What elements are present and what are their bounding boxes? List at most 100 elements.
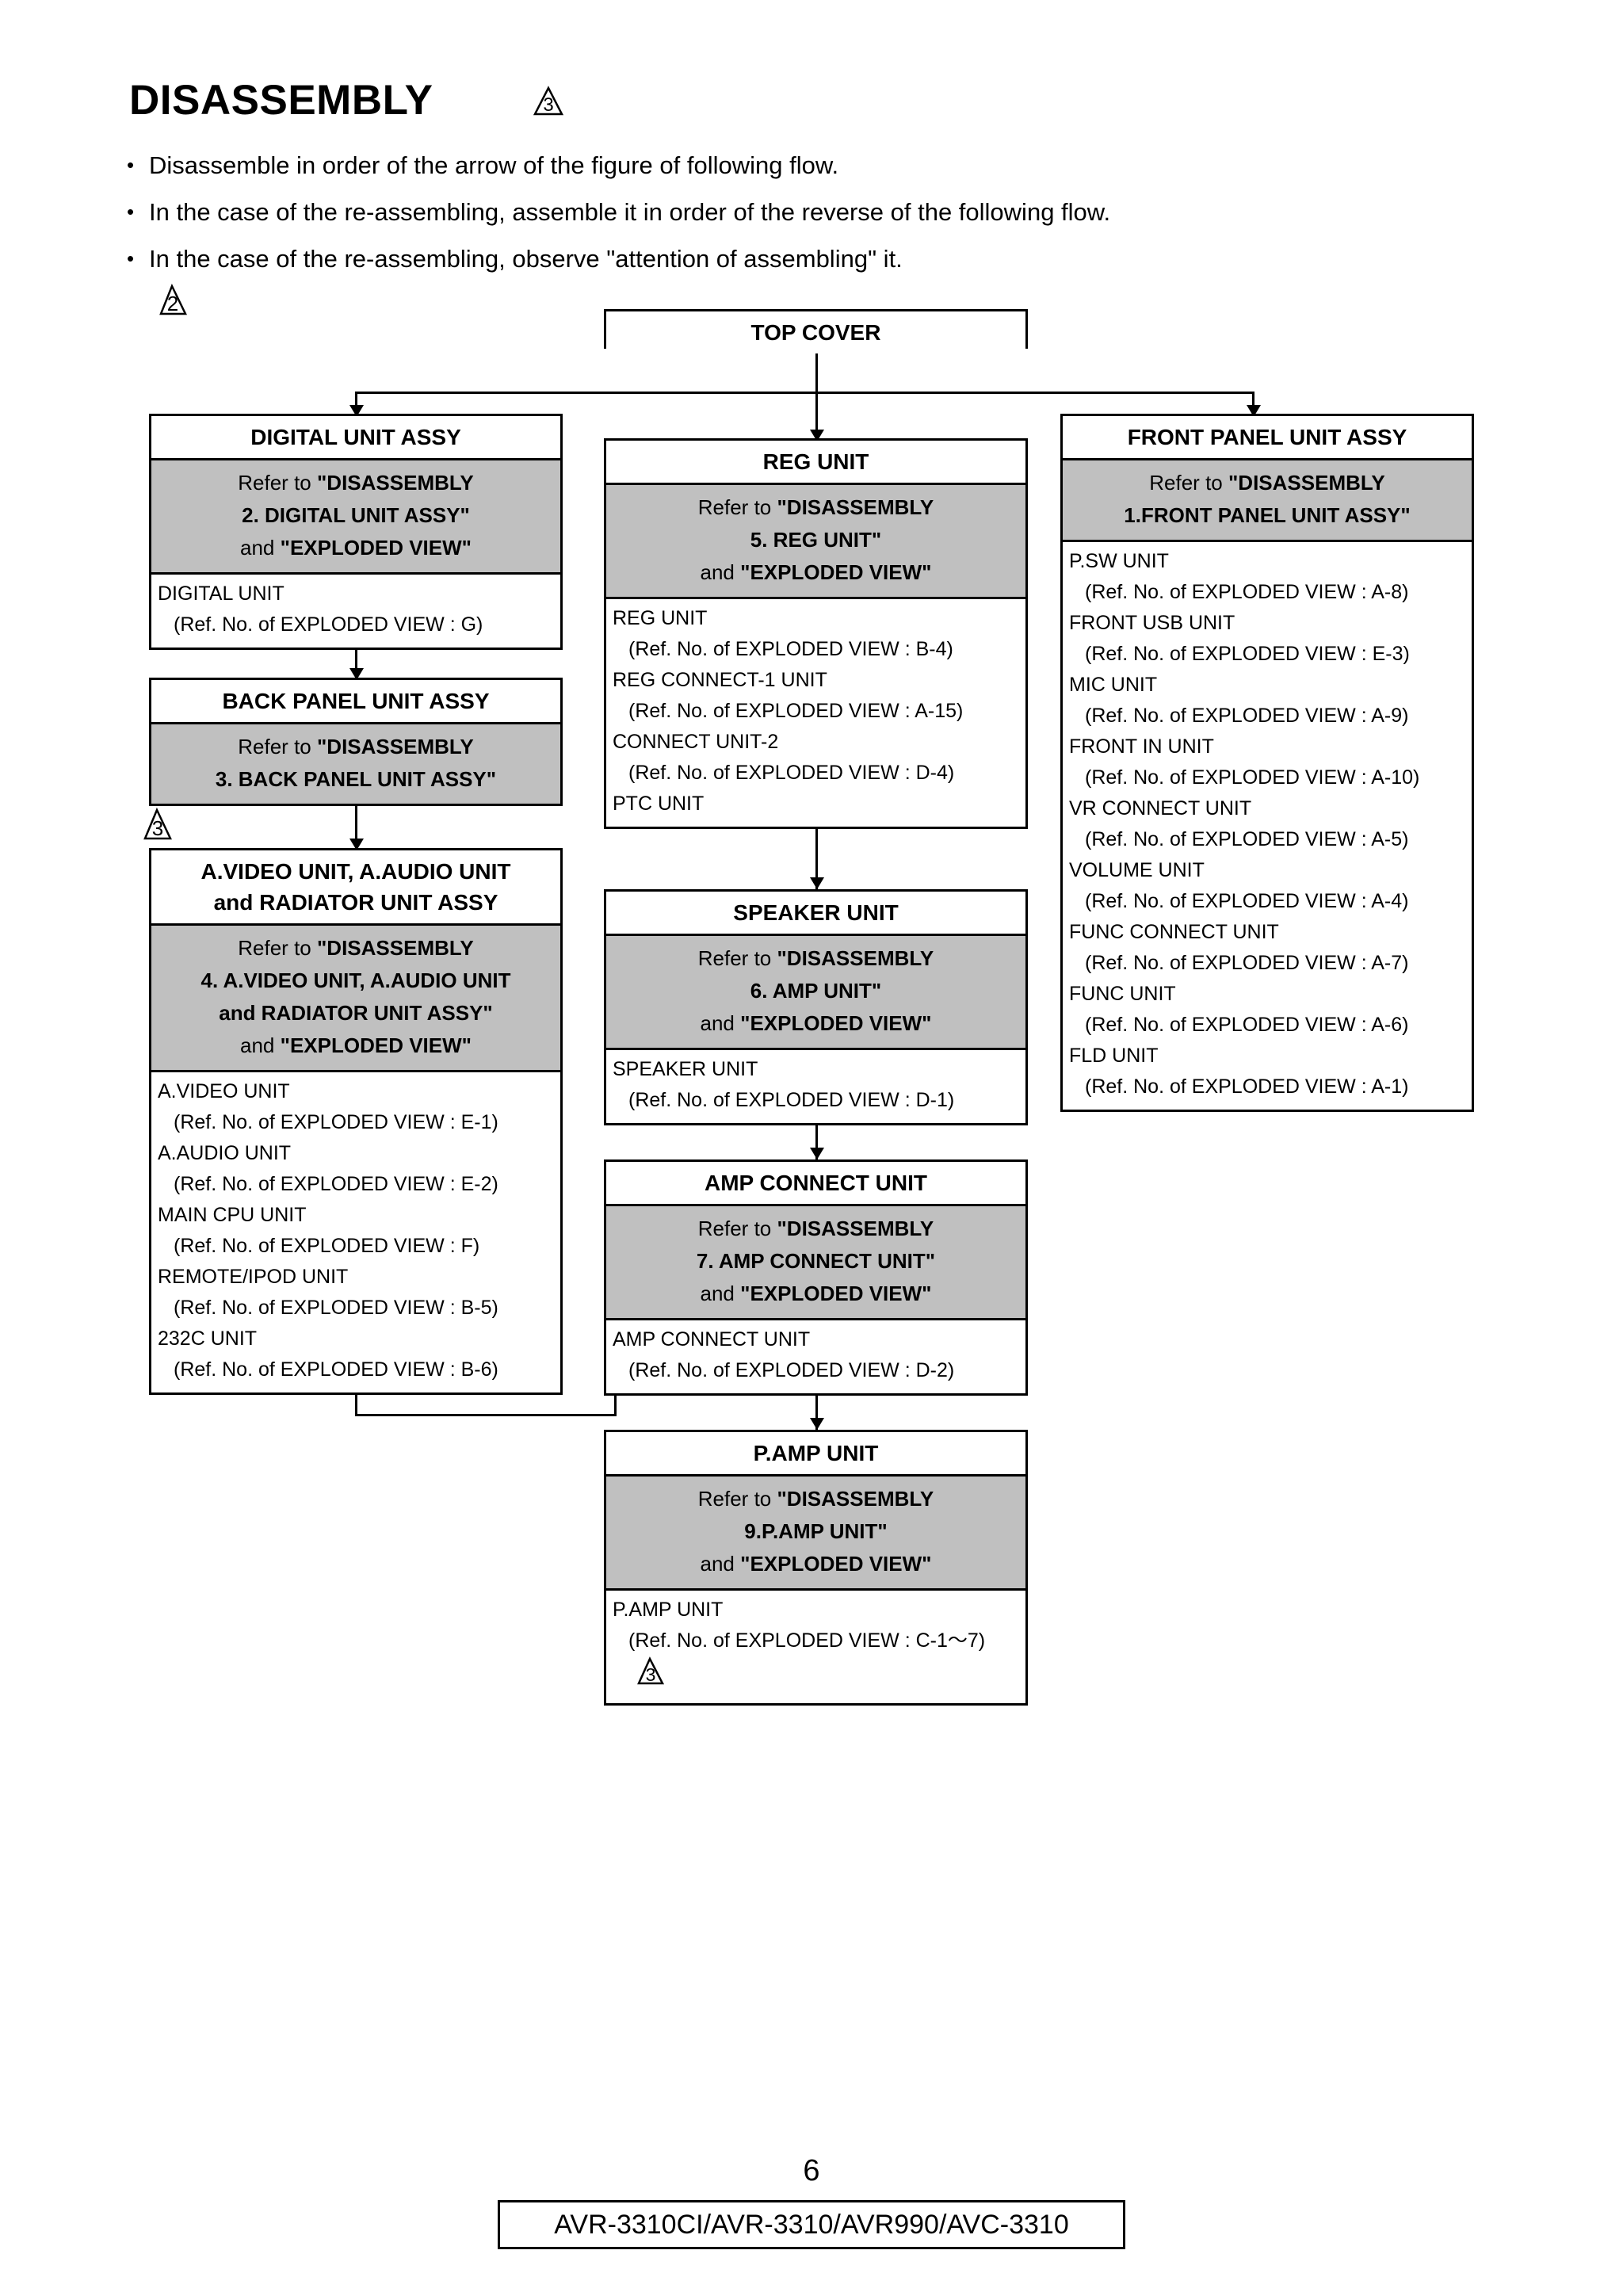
part-ref: (Ref. No. of EXPLODED VIEW : A-8) [1085,581,1409,603]
refer-line: and "EXPLODED VIEW" [700,1011,932,1035]
node-digital-unit-assy[interactable]: DIGITAL UNIT ASSY Refer to "DISASSEMBLY … [149,414,563,650]
list-item: • Disassemble in order of the arrow of t… [127,147,1474,183]
svg-text:3: 3 [152,816,163,840]
part-name: REG UNIT [613,607,708,629]
parts-list: P.AMP UNIT (Ref. No. of EXPLODED VIEW : … [606,1588,1025,1703]
connector-line [355,1383,357,1416]
refer-line: 6. AMP UNIT" [750,979,882,1003]
instruction-text: In the case of the re-assembling, assemb… [149,198,1111,226]
refer-line: and "EXPLODED VIEW" [700,1552,932,1576]
part-name: MAIN CPU UNIT [158,1204,307,1226]
connector-line [815,392,818,439]
svg-text:3: 3 [543,94,553,116]
connector-line [815,347,818,393]
refer-line: 4. A.VIDEO UNIT, A.AUDIO UNIT [200,968,511,992]
refer-line: and "EXPLODED VIEW" [240,536,472,560]
part-name: A.VIDEO UNIT [158,1080,290,1102]
refer-line: Refer to "DISASSEMBLY [697,946,934,970]
page-number: 6 [803,2154,820,2187]
part-ref: (Ref. No. of EXPLODED VIEW : B-4) [628,638,953,660]
arrow-head-icon [349,668,364,680]
list-item: • In the case of the re-assembling, asse… [127,194,1474,230]
node-speaker-unit[interactable]: SPEAKER UNIT Refer to "DISASSEMBLY 6. AM… [604,889,1028,1125]
node-title: FRONT PANEL UNIT ASSY [1063,416,1472,458]
part-ref: (Ref. No. of EXPLODED VIEW : D-1) [628,1089,955,1111]
part-name: REMOTE/IPOD UNIT [158,1266,349,1288]
part-name: DIGITAL UNIT [158,583,285,605]
refer-line: 7. AMP CONNECT UNIT" [696,1249,936,1273]
part-ref: (Ref. No. of EXPLODED VIEW : A-1) [1085,1075,1409,1098]
node-title: AMP CONNECT UNIT [606,1162,1025,1204]
part-ref: (Ref. No. of EXPLODED VIEW : E-1) [174,1111,498,1133]
refer-block: Refer to "DISASSEMBLY 1.FRONT PANEL UNIT… [1063,458,1472,540]
node-amp-connect-unit[interactable]: AMP CONNECT UNIT Refer to "DISASSEMBLY 7… [604,1159,1028,1396]
refer-line: Refer to "DISASSEMBLY [1149,471,1385,495]
part-name: 232C UNIT [158,1328,258,1350]
part-ref: (Ref. No. of EXPLODED VIEW : G) [174,613,483,636]
node-title: BACK PANEL UNIT ASSY [151,680,560,722]
parts-list: DIGITAL UNIT (Ref. No. of EXPLODED VIEW … [151,572,560,648]
part-ref: (Ref. No. of EXPLODED VIEW : B-6) [174,1358,498,1381]
bullet-dot-icon: • [127,246,135,270]
warning-triangle-icon-title: 3 [533,86,564,117]
node-title: SPEAKER UNIT [606,892,1025,934]
part-name: MIC UNIT [1069,674,1158,696]
part-ref: (Ref. No. of EXPLODED VIEW : F) [174,1235,480,1257]
part-name: P.SW UNIT [1069,550,1169,572]
part-ref-text: (Ref. No. of EXPLODED VIEW : C-1～7) [628,1629,986,1652]
part-name: FUNC UNIT [1069,983,1176,1005]
connector-line [355,774,357,848]
refer-line: 1.FRONT PANEL UNIT ASSY" [1124,503,1411,527]
refer-line: and RADIATOR UNIT ASSY" [219,1001,493,1025]
part-name: P.AMP UNIT [613,1599,724,1621]
instruction-list: • Disassemble in order of the arrow of t… [127,147,1474,288]
connector-line [355,1414,617,1416]
part-ref: (Ref. No. of EXPLODED VIEW : E-2) [174,1173,498,1195]
part-ref: (Ref. No. of EXPLODED VIEW : B-5) [174,1297,498,1319]
refer-line: 5. REG UNIT" [750,528,882,552]
refer-block: Refer to "DISASSEMBLY 6. AMP UNIT" and "… [606,934,1025,1048]
node-reg-unit[interactable]: REG UNIT Refer to "DISASSEMBLY 5. REG UN… [604,438,1028,829]
arrow-head-icon [810,1418,824,1430]
refer-block: Refer to "DISASSEMBLY 7. AMP CONNECT UNI… [606,1204,1025,1318]
part-ref: (Ref. No. of EXPLODED VIEW : E-3) [1085,643,1410,665]
svg-text:2: 2 [167,292,178,315]
part-name: SPEAKER UNIT [613,1058,758,1080]
refer-line: Refer to "DISASSEMBLY [697,1487,934,1511]
instruction-text: In the case of the re-assembling, observ… [149,245,903,273]
instruction-text: Disassemble in order of the arrow of the… [149,151,839,179]
arrow-head-icon [810,1148,824,1159]
parts-list: P.SW UNIT (Ref. No. of EXPLODED VIEW : A… [1063,540,1472,1110]
part-ref: (Ref. No. of EXPLODED VIEW : A-7) [1085,952,1409,974]
warning-triangle-icon-avideo: 3 [143,807,176,842]
parts-list: REG UNIT (Ref. No. of EXPLODED VIEW : B-… [606,597,1025,827]
part-ref: (Ref. No. of EXPLODED VIEW : D-4) [628,762,955,784]
refer-line: and "EXPLODED VIEW" [240,1033,472,1057]
parts-list: AMP CONNECT UNIT (Ref. No. of EXPLODED V… [606,1318,1025,1393]
refer-line: Refer to "DISASSEMBLY [238,471,474,495]
part-name: CONNECT UNIT-2 [613,731,779,753]
part-name: A.AUDIO UNIT [158,1142,292,1164]
node-avideo-aaudio-radiator-assy[interactable]: A.VIDEO UNIT, A.AUDIO UNIT and RADIATOR … [149,848,563,1395]
node-front-panel-unit-assy[interactable]: FRONT PANEL UNIT ASSY Refer to "DISASSEM… [1060,414,1474,1112]
connector-line [815,813,818,889]
node-back-panel-unit-assy[interactable]: BACK PANEL UNIT ASSY Refer to "DISASSEMB… [149,678,563,806]
parts-list: A.VIDEO UNIT (Ref. No. of EXPLODED VIEW … [151,1070,560,1392]
node-top-cover[interactable]: TOP COVER [604,309,1028,353]
refer-line: Refer to "DISASSEMBLY [697,495,934,519]
refer-line: Refer to "DISASSEMBLY [697,1217,934,1240]
arrow-head-icon [810,877,824,889]
connector-line [355,392,1254,394]
part-ref: (Ref. No. of EXPLODED VIEW : A-4) [1085,890,1409,912]
page-title: DISASSEMBLY [129,77,433,124]
parts-list: SPEAKER UNIT (Ref. No. of EXPLODED VIEW … [606,1048,1025,1123]
node-p-amp-unit[interactable]: P.AMP UNIT Refer to "DISASSEMBLY 9.P.AMP… [604,1430,1028,1706]
refer-line: 9.P.AMP UNIT" [744,1519,888,1543]
part-name: FLD UNIT [1069,1045,1159,1067]
part-ref: (Ref. No. of EXPLODED VIEW : A-5) [1085,828,1409,850]
part-ref: (Ref. No. of EXPLODED VIEW : A-10) [1085,766,1420,789]
refer-block: Refer to "DISASSEMBLY 4. A.VIDEO UNIT, A… [151,923,560,1070]
refer-block: Refer to "DISASSEMBLY 2. DIGITAL UNIT AS… [151,458,560,572]
bullet-dot-icon: • [127,153,135,177]
model-name-bar: AVR-3310CI/AVR-3310/AVR990/AVC-3310 [498,2200,1125,2249]
